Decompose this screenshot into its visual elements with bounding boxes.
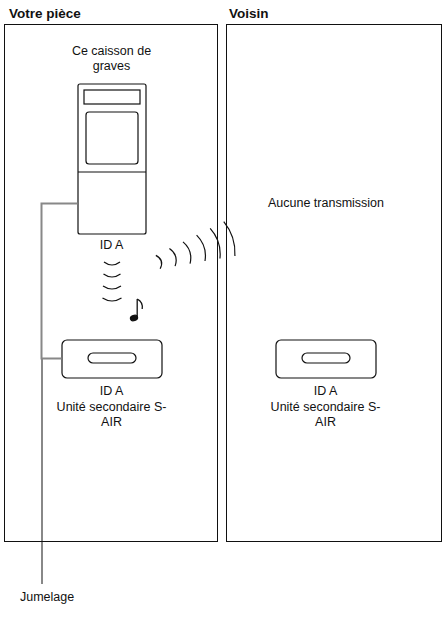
panel-heading: Votre pièce bbox=[9, 6, 209, 21]
signal-waves bbox=[103, 262, 122, 301]
unit-slot bbox=[302, 353, 350, 363]
pairing-line bbox=[42, 204, 78, 359]
device-label: ID A bbox=[47, 384, 177, 399]
device-label: Ce caisson de graves bbox=[52, 44, 172, 74]
subwoofer-seam bbox=[78, 171, 146, 172]
device-label: ID A bbox=[52, 238, 172, 253]
device-label: ID A bbox=[261, 384, 391, 399]
edge-label: Jumelage bbox=[20, 590, 74, 605]
secondary-unit: ID AUnité secondaire S-AIR bbox=[62, 340, 162, 378]
leader-line bbox=[41, 359, 43, 584]
room-panel: Votre pièceCe caisson de gravesID AID AU… bbox=[4, 24, 218, 542]
device-label: Unité secondaire S-AIR bbox=[261, 400, 391, 430]
unit-body bbox=[62, 340, 162, 378]
panel-heading: Voisin bbox=[229, 6, 429, 21]
subwoofer-top-panel bbox=[84, 90, 140, 104]
subwoofer: Ce caisson de gravesID A bbox=[78, 84, 146, 234]
unit-body bbox=[276, 340, 376, 378]
music-note bbox=[130, 299, 143, 322]
room-panel: VoisinID AUnité secondaire S-AIR bbox=[226, 24, 442, 542]
unit-slot bbox=[88, 353, 136, 363]
device-label: Unité secondaire S-AIR bbox=[47, 400, 177, 430]
note-label: Aucune transmission bbox=[268, 196, 384, 211]
subwoofer-grille bbox=[86, 112, 138, 164]
subwoofer-body bbox=[78, 84, 146, 234]
secondary-unit: ID AUnité secondaire S-AIR bbox=[276, 340, 376, 378]
